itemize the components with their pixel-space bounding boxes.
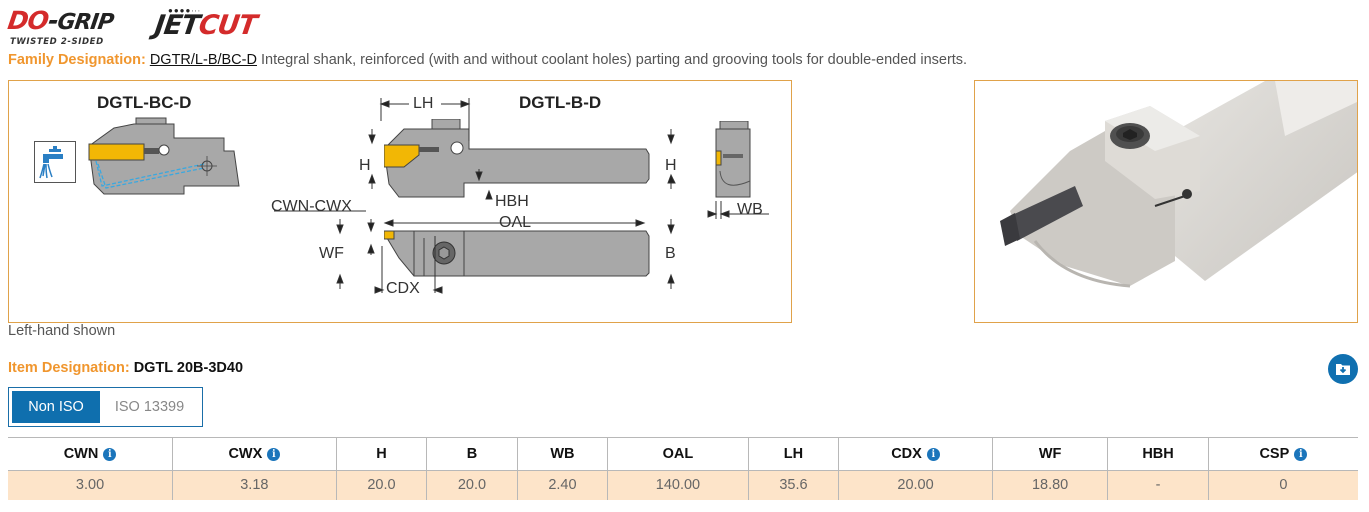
logo-tagline: TWISTED 2-SIDED [10,37,104,47]
dim-label-h-left: H [359,157,371,174]
item-designation: Item Designation: DGTL 20B-3D40 [8,360,243,376]
logo-do-text: DO [5,6,51,35]
col-label: CWN [63,446,99,462]
item-designation-label: Item Designation: [8,360,130,376]
col-hbh: HBH [1107,437,1209,471]
dim-label-h-right: H [665,157,677,174]
technical-drawing: DGTL-BC-D DGTL-B-D [8,80,792,323]
jetcut-logo: JETCUT [153,10,258,41]
col-label: CWX [228,446,263,462]
dim-label-cdx: CDX [386,280,420,297]
brand-logos: DO-GRIP TWISTED 2-SIDED ●●●●∙∙∙ JETCUT [6,4,278,50]
family-designation: Family Designation: DGTR/L-B/BC-D Integr… [8,52,967,68]
col-label: WB [550,446,575,462]
do-grip-logo: DO-GRIP [6,6,115,35]
dim-label-lh: LH [413,95,434,112]
b-d-side-view [384,119,650,198]
col-label: WF [1038,446,1062,462]
dim-label-wf: WF [319,245,344,262]
dim-label-wb: WB [737,201,763,218]
cell-cwx: 3.18 [172,470,337,500]
dimension-lines [274,98,769,294]
col-oal: OAL [607,437,749,471]
left-hand-caption: Left-hand shown [8,323,116,339]
col-wf: WF [992,437,1109,471]
col-wb: WB [517,437,609,471]
info-icon[interactable]: i [267,448,281,461]
col-label: HBH [1142,446,1174,462]
col-label: B [466,446,478,462]
end-view [715,121,751,198]
family-designation-label: Family Designation: [8,52,146,68]
dim-label-oal: OAL [499,214,532,231]
product-photo [974,80,1358,323]
cell-b: 20.0 [426,470,518,500]
cell-h: 20.0 [336,470,428,500]
col-label: H [376,446,387,462]
logo-jet-text: JET [152,10,202,41]
cell-oal: 140.00 [607,470,749,500]
col-label: CDX [891,446,922,462]
spec-table-header: CWN i CWX i H B WB OAL LH CDX i WF HBH CSP i [8,437,1358,471]
download-button[interactable] [1328,354,1358,384]
cell-cdx: 20.00 [838,470,993,500]
table-row: 3.00 3.18 20.0 20.0 2.40 140.00 35.6 20.… [8,470,1358,500]
cell-csp: 0 [1208,470,1358,500]
col-csp: CSP i [1208,437,1358,471]
col-label: OAL [662,446,694,462]
spec-table: CWN i CWX i H B WB OAL LH CDX i WF HBH CSP i… [8,437,1358,500]
col-cwn: CWN i [8,437,174,471]
col-lh: LH [748,437,840,471]
bc-d-side-view [88,117,240,195]
standard-toggle: Non ISO ISO 13399 [8,387,203,427]
col-label: CSP [1259,446,1290,462]
drawing-title-bc: DGTL-BC-D [97,93,192,112]
toggle-non-iso[interactable]: Non ISO [12,391,101,423]
cell-cwn: 3.00 [8,470,174,500]
logo-cut-text: CUT [196,10,259,41]
jetcut-dots-icon: ●●●●∙∙∙ [168,6,201,15]
col-cdx: CDX i [838,437,993,471]
col-b: B [426,437,518,471]
cell-lh: 35.6 [748,470,840,500]
tool-render-image [1000,81,1357,288]
info-icon[interactable]: i [103,448,117,461]
dim-label-cwn-cwx: CWN-CWX [271,198,352,215]
dim-label-b: B [665,245,676,262]
dim-label-hbh: HBH [495,193,529,210]
col-h: H [336,437,428,471]
item-designation-value: DGTL 20B-3D40 [133,360,244,376]
family-code-link[interactable]: DGTR/L-B/BC-D [149,52,257,68]
cell-wb: 2.40 [517,470,609,500]
family-description: Integral shank, reinforced (with and wit… [261,52,968,68]
coolant-faucet-icon [34,141,76,183]
cell-wf: 18.80 [992,470,1109,500]
info-icon[interactable]: i [1294,448,1308,461]
drawing-title-b: DGTL-B-D [519,93,602,112]
toggle-iso-13399[interactable]: ISO 13399 [114,399,185,415]
info-icon[interactable]: i [926,448,940,461]
b-d-top-view [384,230,650,277]
logo-grip-text: GRIP [55,10,115,35]
cell-hbh: - [1107,470,1209,500]
col-cwx: CWX i [172,437,337,471]
col-label: LH [783,446,804,462]
download-folder-icon [1336,364,1350,375]
